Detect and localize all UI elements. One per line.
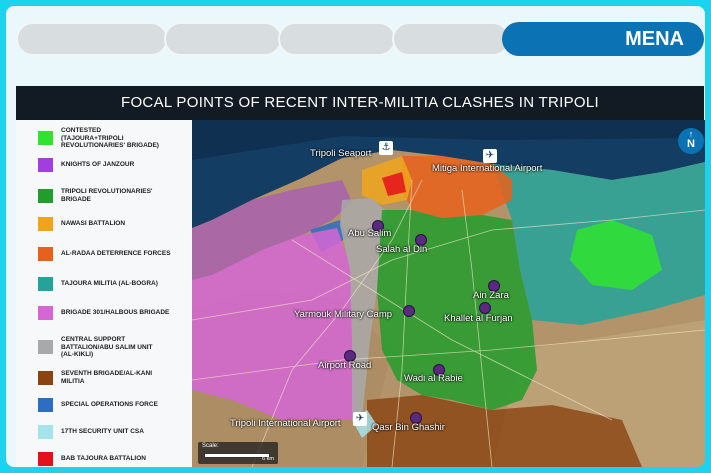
map-marker[interactable] <box>372 220 384 232</box>
legend-label: SEVENTH BRIGADE/AL-KANI MILITIA <box>61 370 153 385</box>
legend-label: SPECIAL OPERATIONS FORCE <box>61 401 158 409</box>
legend-swatch <box>38 425 53 439</box>
place-label: Khallet al Furjan <box>444 313 513 324</box>
zone-brigade-301 <box>192 228 357 420</box>
zone-bab-tajoura <box>382 172 406 196</box>
place-label: Yarmouk Military Camp <box>294 309 393 320</box>
legend-item: TAJOURA MILITIA (AL-BOGRA) <box>38 277 198 291</box>
legend-swatch <box>38 398 53 412</box>
legend-swatch <box>38 158 53 172</box>
place-label: Mitiga International Airport <box>432 163 543 174</box>
zone-contested <box>570 220 662 290</box>
legend-swatch <box>38 217 53 231</box>
north-label: N <box>687 138 695 150</box>
legend-label: BRIGADE 301/HALBOUS BRIGADE <box>61 309 170 317</box>
legend-item: CENTRAL SUPPORT BATTALION/ABU SALIM UNIT… <box>38 336 198 359</box>
legend-label: TAJOURA MILITIA (AL-BOGRA) <box>61 280 158 288</box>
map-marker[interactable] <box>479 302 491 314</box>
legend-item: BRIGADE 301/HALBOUS BRIGADE <box>38 306 198 320</box>
legend-label: TRIPOLI REVOLUTIONARIES' BRIGADE <box>61 188 153 203</box>
airport-icon: ✈ <box>483 149 497 163</box>
map-canvas <box>192 120 705 467</box>
tripoli-map[interactable]: ⚓ ✈ ✈ Tripoli Seaport Mitiga Internation… <box>192 120 705 467</box>
place-label: Salah al Din <box>376 244 428 255</box>
legend-item: CONTESTED (TAJOURA+TRIPOLI REVOLUTIONARI… <box>38 127 198 150</box>
legend-label: BAB TAJOURA BATTALION <box>61 455 146 463</box>
legend-item: SPECIAL OPERATIONS FORCE <box>38 398 198 412</box>
legend-item: 17TH SECURITY UNIT CSA <box>38 425 198 439</box>
legend-label: NAWASI BATTALION <box>61 220 126 228</box>
north-arrow-icon: ↑ N <box>678 128 704 154</box>
zone-knights-of-janzour <box>192 180 352 280</box>
roads <box>192 179 705 467</box>
place-label: Ain Zara <box>473 290 509 301</box>
scale-unit: 6 km <box>262 456 274 462</box>
legend-swatch <box>38 277 53 291</box>
legend-label: 17TH SECURITY UNIT CSA <box>61 428 144 436</box>
map-marker[interactable] <box>403 305 415 317</box>
legend-swatch <box>38 370 53 385</box>
map-marker[interactable] <box>488 280 500 292</box>
legend-item: BAB TAJOURA BATTALION <box>38 452 198 466</box>
anchor-icon: ⚓ <box>379 141 393 155</box>
legend-item: NAWASI BATTALION <box>38 217 198 231</box>
tab-1[interactable] <box>16 22 168 56</box>
map-marker[interactable] <box>433 364 445 376</box>
place-label: Abu Salim <box>348 228 392 239</box>
legend-item: SEVENTH BRIGADE/AL-KANI MILITIA <box>38 370 198 385</box>
map-marker[interactable] <box>344 350 356 362</box>
scale-line <box>204 453 270 458</box>
zone-seventh-brigade <box>367 395 642 467</box>
tab-mena[interactable]: MENA <box>502 22 704 56</box>
legend-swatch <box>38 306 53 320</box>
tab-4[interactable] <box>392 22 510 56</box>
tab-2[interactable] <box>164 22 282 56</box>
legend-label: KNIGHTS OF JANZOUR <box>61 161 135 169</box>
legend-label: CONTESTED (TAJOURA+TRIPOLI REVOLUTIONARI… <box>61 127 159 149</box>
sea <box>192 120 705 228</box>
legend-swatch <box>38 188 53 203</box>
legend-swatch <box>38 340 53 355</box>
place-label: Tripoli International Airport <box>230 418 341 429</box>
legend-label: AL-RADAA DETERRENCE FORCES <box>61 250 171 258</box>
zone-central-support <box>340 198 387 420</box>
scale-bar: Scale: 6 km <box>198 442 278 464</box>
map-title: FOCAL POINTS OF RECENT INTER-MILITIA CLA… <box>16 86 704 120</box>
place-label: Tripoli Seaport <box>310 148 372 159</box>
legend-swatch <box>38 452 53 466</box>
legend-item: AL-RADAA DETERRENCE FORCES <box>38 247 198 261</box>
place-label: Qasr Bin Ghashir <box>372 422 445 433</box>
place-label: Wadi al Rabie <box>404 373 463 384</box>
scale-label: Scale: <box>202 443 219 449</box>
legend-label: CENTRAL SUPPORT BATTALION/ABU SALIM UNIT… <box>61 336 153 358</box>
legend-item: KNIGHTS OF JANZOUR <box>38 158 198 172</box>
airport-icon: ✈ <box>353 412 367 426</box>
zone-radaa <box>402 156 512 218</box>
zone-tripoli-revolutionaries <box>377 210 537 410</box>
map-marker[interactable] <box>410 412 422 424</box>
map-marker[interactable] <box>415 234 427 246</box>
place-label: Airport Road <box>318 360 372 371</box>
content-card: MENA FOCAL POINTS OF RECENT INTER-MILITI… <box>6 6 705 467</box>
tab-3[interactable] <box>278 22 396 56</box>
legend-swatch <box>38 247 53 261</box>
map-legend: CONTESTED (TAJOURA+TRIPOLI REVOLUTIONARI… <box>16 120 192 467</box>
sea-deep <box>192 120 705 160</box>
tab-bar: MENA <box>16 22 704 56</box>
legend-swatch <box>38 131 53 146</box>
legend-item: TRIPOLI REVOLUTIONARIES' BRIGADE <box>38 188 198 203</box>
